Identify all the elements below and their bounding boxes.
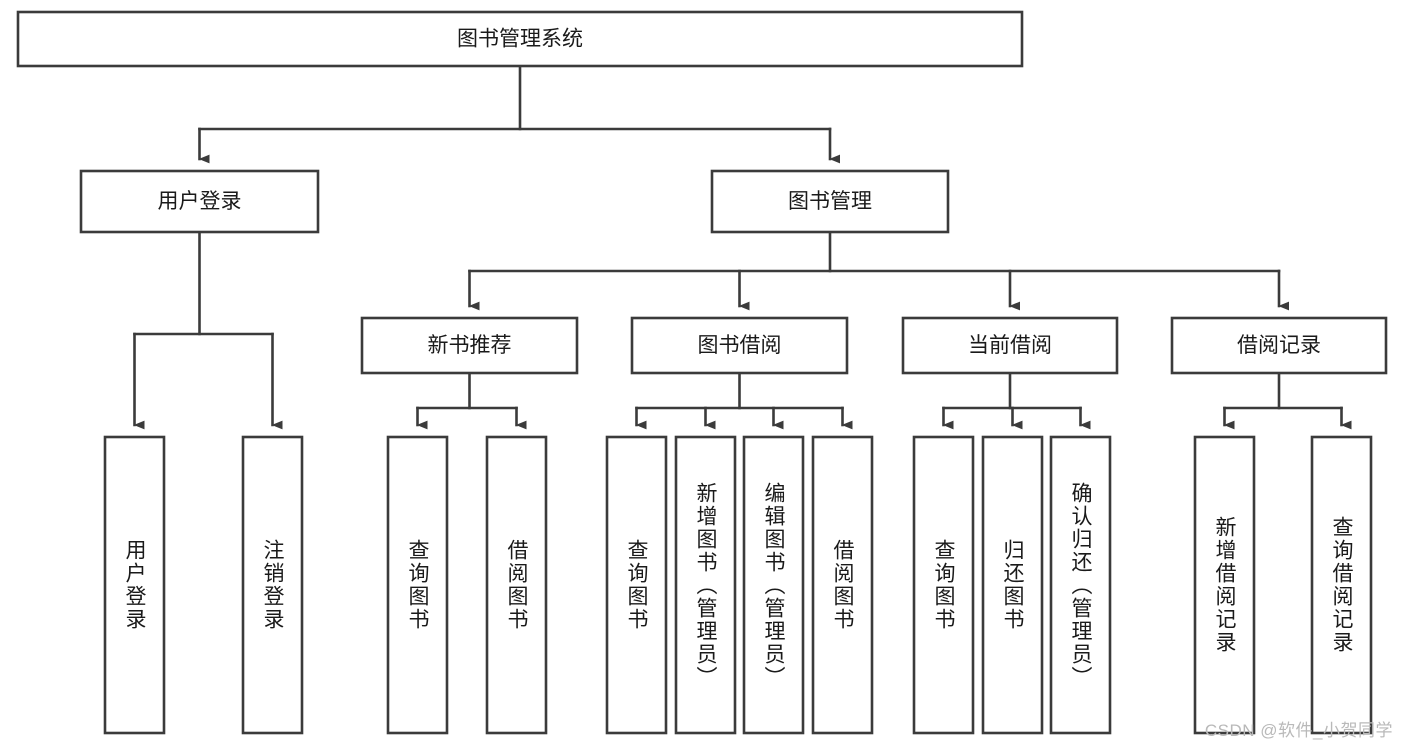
node-box-leaf-edit-book[interactable] — [742, 435, 805, 735]
node-label-borrow-record: 借阅记录 — [1237, 334, 1321, 357]
node-box-root[interactable] — [16, 10, 1024, 68]
node-box-leaf-query-book-current[interactable] — [912, 435, 975, 735]
node-boxes-layer — [16, 10, 1388, 735]
node-box-leaf-query-record[interactable] — [1310, 435, 1373, 735]
node-box-leaf-add-book[interactable] — [674, 435, 737, 735]
node-box-book-borrow[interactable] — [630, 316, 849, 375]
node-box-leaf-add-record[interactable] — [1193, 435, 1256, 735]
node-box-leaf-return-book[interactable] — [981, 435, 1044, 735]
node-label-new-book-rec: 新书推荐 — [428, 334, 512, 357]
connectors-layer — [133, 64, 1352, 430]
node-label-current-borrow: 当前借阅 — [968, 334, 1052, 357]
node-box-book-manage[interactable] — [710, 169, 950, 234]
node-box-user-login[interactable] — [79, 169, 320, 234]
node-box-current-borrow[interactable] — [901, 316, 1119, 375]
node-box-borrow-record[interactable] — [1170, 316, 1388, 375]
node-box-leaf-query-book-borrow[interactable] — [605, 435, 668, 735]
node-box-leaf-logout[interactable] — [241, 435, 304, 735]
node-label-book-borrow: 图书借阅 — [698, 334, 782, 357]
node-label-book-manage: 图书管理 — [788, 190, 872, 213]
node-box-leaf-query-book-rec[interactable] — [386, 435, 449, 735]
node-label-root: 图书管理系统 — [457, 28, 583, 51]
node-box-leaf-confirm-return[interactable] — [1049, 435, 1112, 735]
node-label-user-login: 用户登录 — [158, 190, 242, 213]
node-box-new-book-rec[interactable] — [360, 316, 579, 375]
node-box-leaf-user-login[interactable] — [103, 435, 166, 735]
node-box-leaf-borrow-book-rec[interactable] — [485, 435, 548, 735]
watermark-text: CSDN @软件_小贺同学 — [1204, 721, 1393, 740]
node-box-leaf-borrow-book[interactable] — [811, 435, 874, 735]
